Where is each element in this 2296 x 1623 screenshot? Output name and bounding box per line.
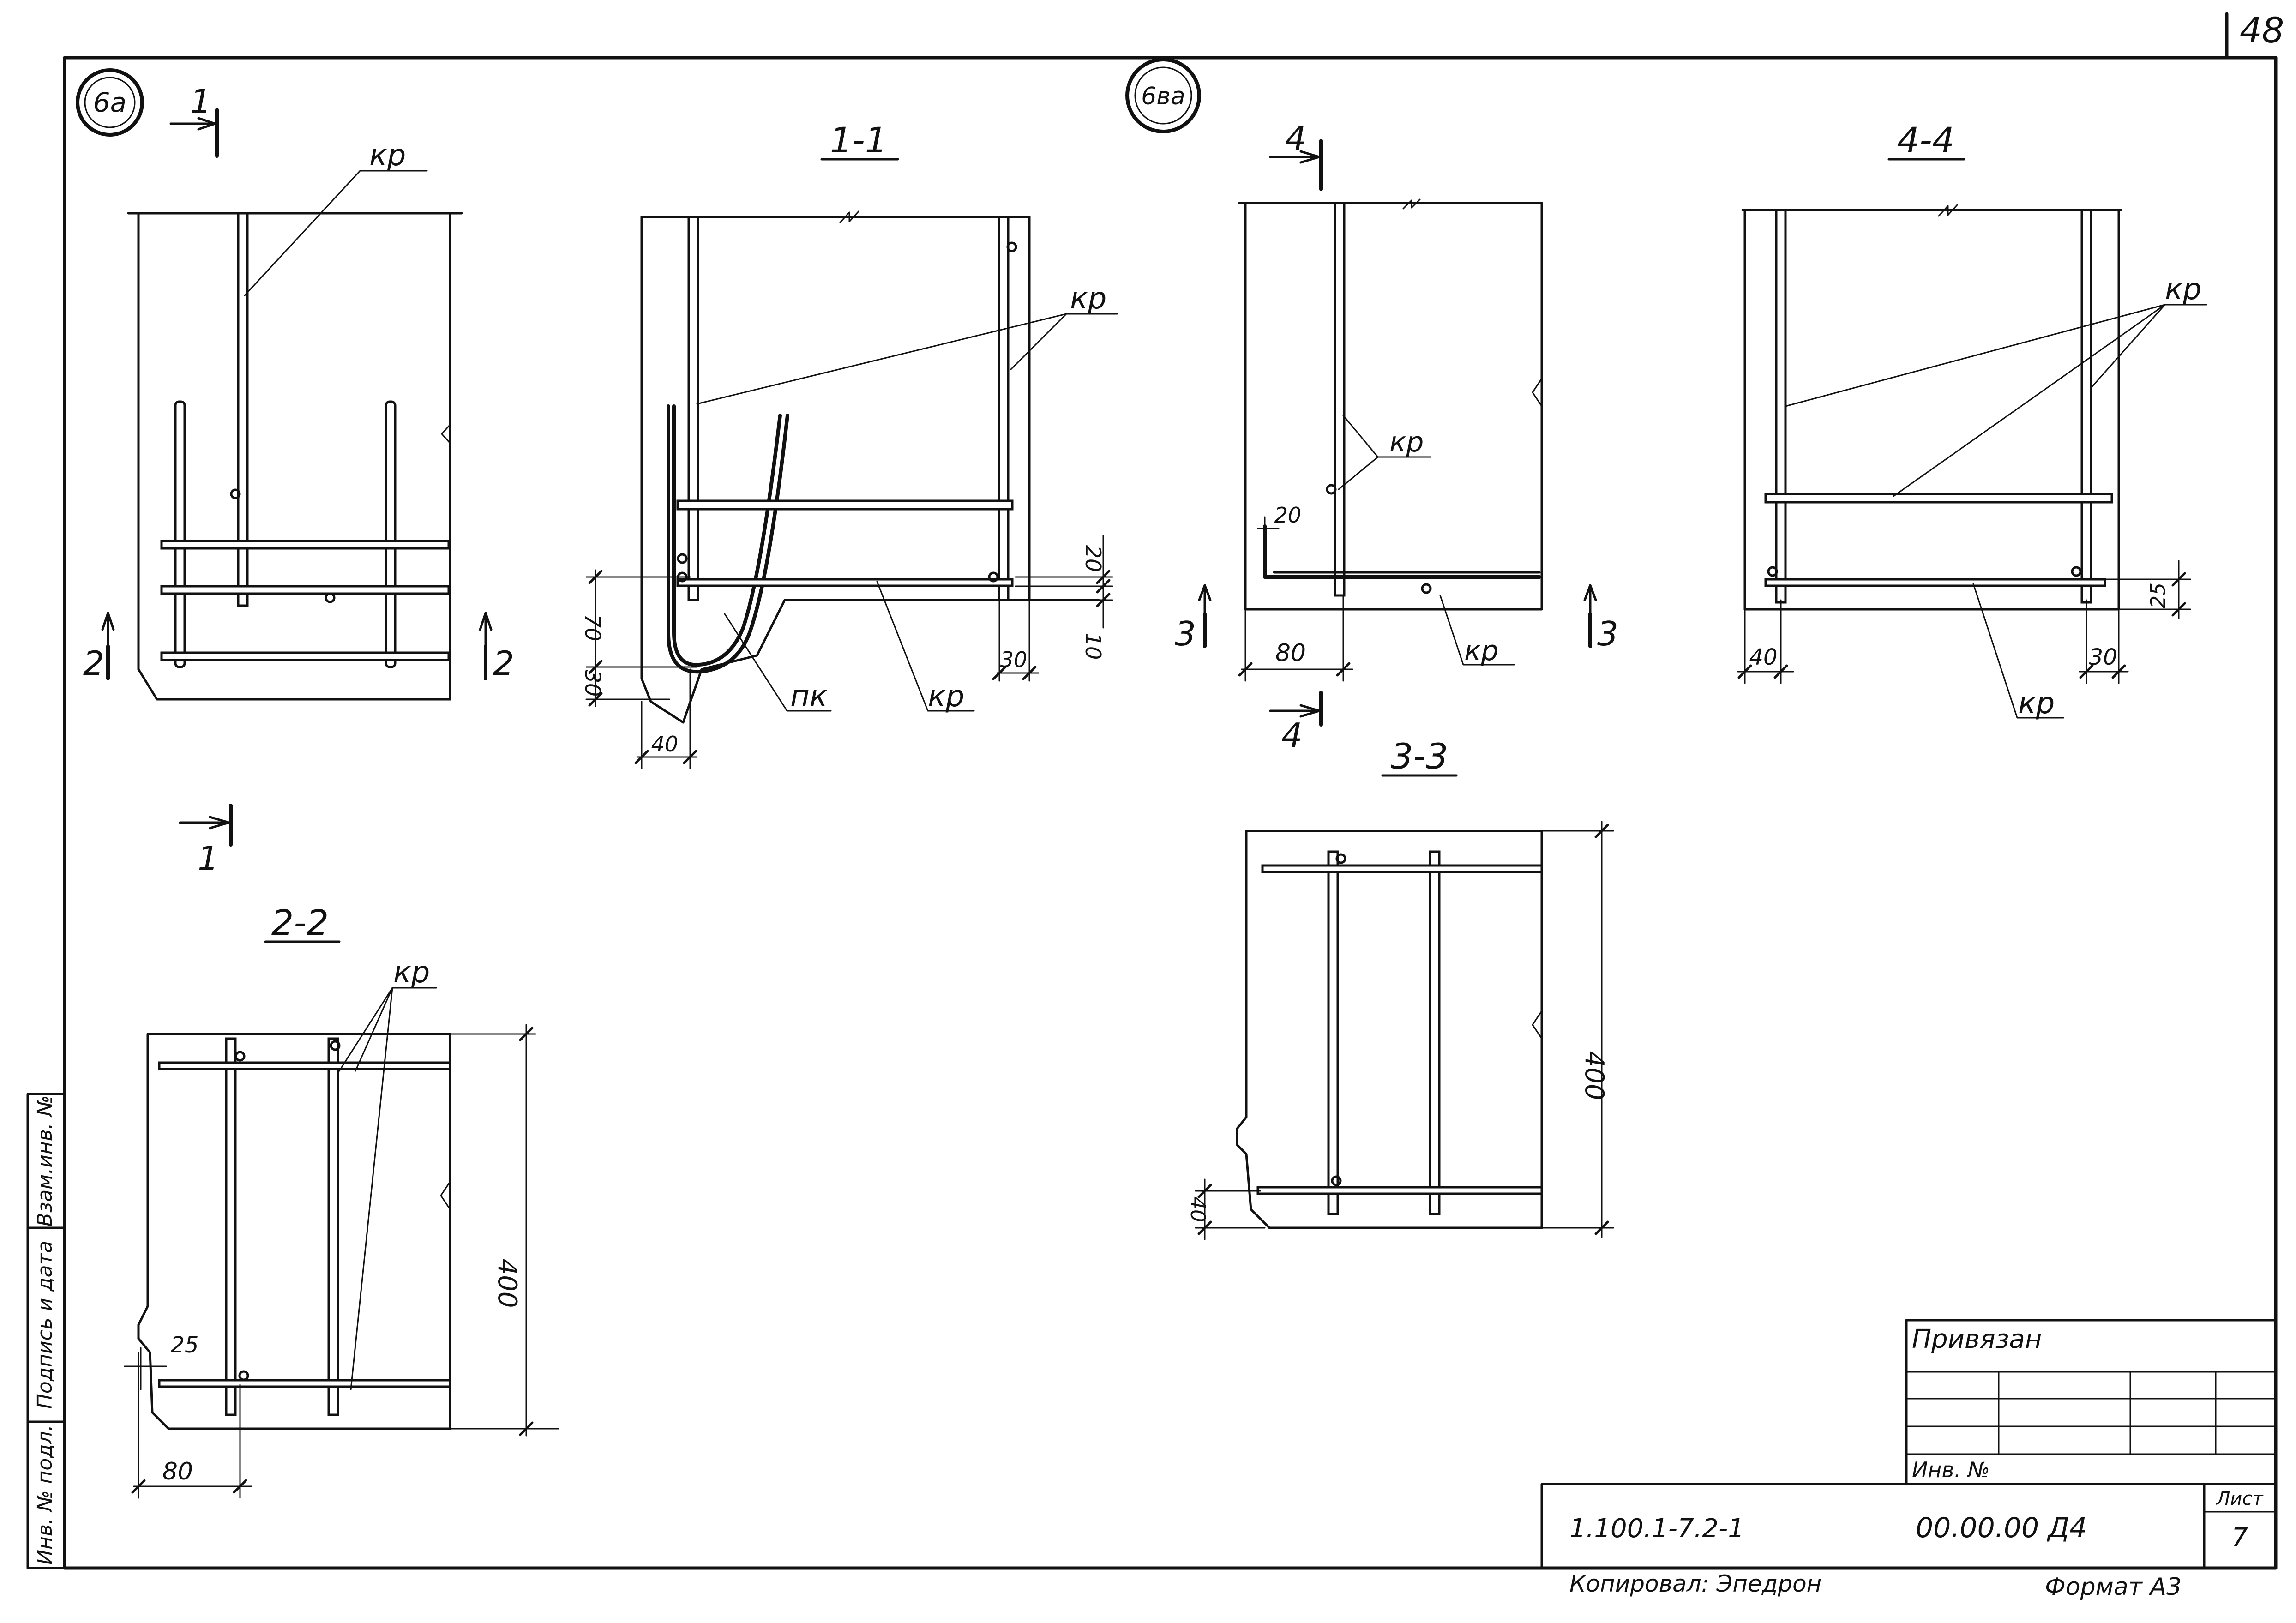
title-list-value: 7	[2231, 1523, 2248, 1553]
callout-kp-4-4-bottom: кр	[2018, 686, 2055, 721]
dim-400-3-3: 400	[1579, 1051, 1609, 1100]
dim-20-1-1: 20	[1081, 545, 1106, 572]
dim-25-4-4: 25	[2146, 583, 2170, 608]
section-2-2: 2-2 кр 400 25 80	[124, 902, 559, 1499]
dim-30-left: 30	[580, 670, 605, 697]
marker-node-b: 6ва	[1125, 58, 1201, 133]
marker-node-b-label: 6ва	[1141, 83, 1185, 110]
cut-3-left: 3	[1175, 614, 1196, 653]
dim-40-3-3: 40	[1186, 1196, 1209, 1222]
cut-4-bottom: 4	[1281, 716, 1303, 755]
stamp-podpis: Подпись и дата	[33, 1241, 57, 1409]
callout-pk-1-1: пк	[790, 679, 828, 714]
section-4-4-label: 4-4	[1897, 120, 1954, 161]
callout-kp-6va-bottom: кр	[1464, 635, 1498, 667]
dim-20-6va: 20	[1274, 503, 1302, 528]
section-1-1-label: 1-1	[830, 120, 887, 161]
title-privyazan: Привязан	[1912, 1324, 2042, 1354]
cut-3-right: 3	[1597, 614, 1618, 653]
page-number: 48	[2240, 10, 2284, 51]
stamp-vzam: Взам.инв. №	[33, 1095, 57, 1227]
dim-40-4-4: 40	[1749, 644, 1777, 670]
title-doc-code: 00.00.00 Д4	[1916, 1512, 2087, 1544]
side-stamp: Инв. № подл. Подпись и дата Взам.инв. №	[26, 1093, 66, 1569]
marker-node-a: 6а	[76, 68, 144, 137]
cut-2-left: 2	[83, 644, 104, 683]
callout-kp-1-1-top: кр	[1070, 282, 1106, 316]
dim-40-1-1: 40	[651, 732, 679, 757]
dim-80-6va: 80	[1275, 639, 1306, 667]
view-6a: кр 1 1 2 2	[83, 82, 514, 878]
cut-2-right: 2	[493, 644, 514, 683]
dim-400-2-2: 400	[492, 1259, 522, 1308]
marker-node-a-label: 6а	[93, 87, 126, 118]
section-2-2-label: 2-2	[271, 902, 329, 943]
stamp-inv-podl: Инв. № подл.	[33, 1425, 57, 1565]
cut-1-top: 1	[190, 82, 211, 121]
title-list-label: Лист	[2215, 1488, 2264, 1509]
section-3-3: 3-3 400 40	[1186, 736, 1614, 1240]
cut-4-top: 4	[1285, 119, 1306, 158]
callout-kp-4-4-top: кр	[2165, 272, 2201, 307]
footer-copied: Копировал: Эпедрон	[1569, 1570, 1821, 1597]
dim-30-4-4: 30	[2089, 644, 2117, 670]
callout-kp-2-2: кр	[393, 956, 430, 990]
callout-kp-1-1-bottom: кр	[928, 679, 964, 714]
callout-kp-6va-top: кр	[1389, 426, 1424, 458]
title-series-code: 1.100.1-7.2-1	[1569, 1514, 1744, 1544]
cut-1-bottom: 1	[198, 839, 219, 878]
dim-30-1-1: 30	[1000, 647, 1028, 672]
section-1-1: 1-1 кр кр пк 70 30	[580, 120, 1118, 769]
dim-10-1-1: 10	[1081, 633, 1106, 660]
section-3-3-label: 3-3	[1391, 736, 1448, 777]
view-6va: кр кр 80 20 4 4 3 3	[1175, 119, 1618, 755]
dim-80-2-2: 80	[162, 1458, 193, 1485]
callout-kp-6a: кр	[369, 138, 406, 173]
sheet-frame	[63, 12, 2278, 1570]
title-inv-no: Инв. №	[1912, 1457, 1990, 1482]
footer-format: Формат А3	[2045, 1573, 2182, 1601]
dim-70: 70	[580, 614, 605, 642]
title-block: Привязан Инв. № Лист 7 1.100.1-7.2-1 00.…	[1540, 1319, 2277, 1569]
section-4-4: 4-4 кр кр 40 30 25	[1737, 120, 2207, 721]
dim-25-2-2: 25	[170, 1332, 198, 1358]
